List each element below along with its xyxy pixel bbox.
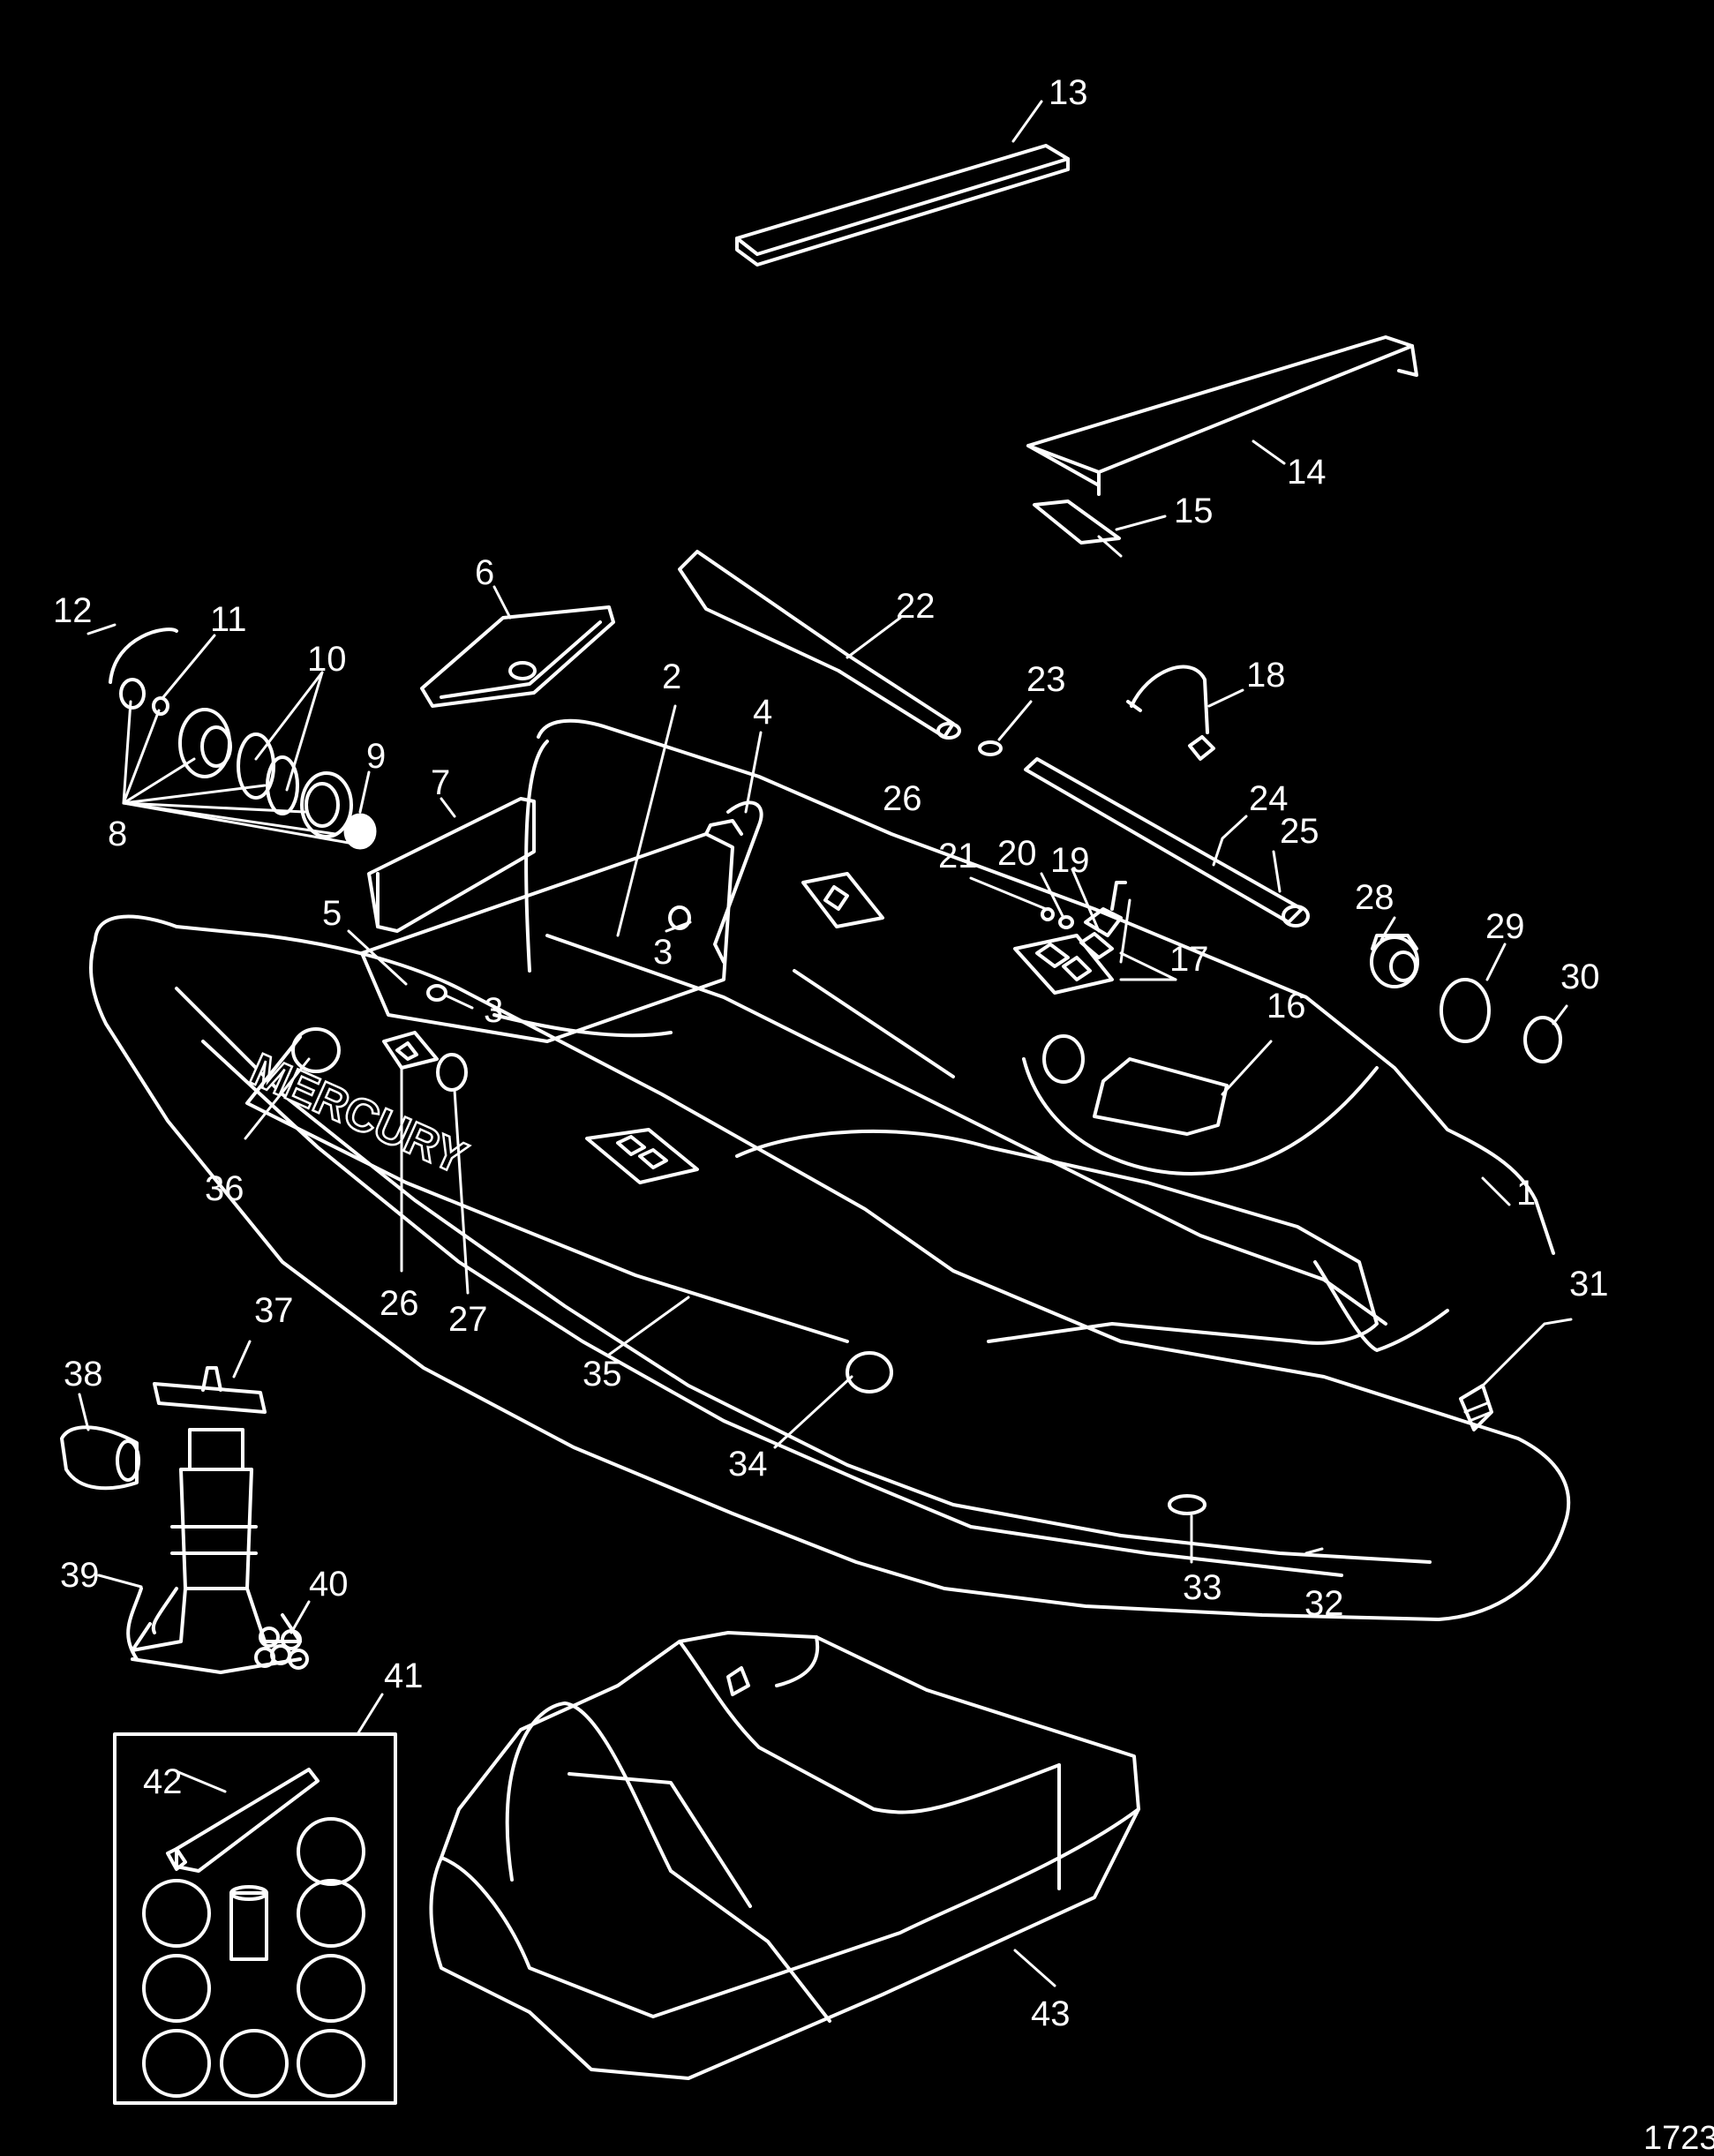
callout-15: 15 xyxy=(1174,492,1214,530)
floor-board-7 xyxy=(367,797,536,933)
callout-23: 23 xyxy=(1026,660,1066,699)
callout-38: 38 xyxy=(64,1355,103,1394)
callout-33: 33 xyxy=(1183,1568,1222,1607)
storage-bag-43 xyxy=(429,1631,1140,2080)
seat-bag-6 xyxy=(420,605,615,708)
callout-28: 28 xyxy=(1355,878,1395,917)
callout-3b: 3 xyxy=(484,991,503,1030)
leader-lines xyxy=(78,100,1573,1987)
transom-bracket-15 xyxy=(1033,500,1123,558)
boat-hull-1: MERCURY xyxy=(89,718,1571,1621)
callout-30: 30 xyxy=(1560,958,1600,996)
callout-14: 14 xyxy=(1287,453,1327,492)
adapter-set-40 xyxy=(254,1626,309,1670)
safety-line-18 xyxy=(1126,665,1215,761)
callout-25: 25 xyxy=(1280,812,1319,851)
seat-13 xyxy=(735,144,1070,267)
callout-32: 32 xyxy=(1304,1584,1344,1623)
drain-ring-29 xyxy=(1440,978,1491,1043)
callout-2: 2 xyxy=(662,657,681,696)
callout-43: 43 xyxy=(1031,1994,1071,2033)
callout-36: 36 xyxy=(205,1169,244,1208)
callout-39: 39 xyxy=(60,1556,100,1595)
oar-lock-19 xyxy=(1041,881,1127,959)
callout-7: 7 xyxy=(431,763,450,802)
callout-18: 18 xyxy=(1246,656,1286,695)
callout-6: 6 xyxy=(475,553,494,592)
callout-19: 19 xyxy=(1050,841,1090,880)
drain-plug-28 xyxy=(1370,934,1419,988)
callout-21: 21 xyxy=(938,837,978,875)
callout-3a: 3 xyxy=(653,933,673,972)
callout-8: 8 xyxy=(108,815,127,853)
callout-34: 34 xyxy=(728,1445,768,1484)
callout-10: 10 xyxy=(307,640,347,679)
transom-board-14 xyxy=(1026,335,1418,496)
callout-5: 5 xyxy=(322,894,342,933)
callout-12: 12 xyxy=(53,591,93,630)
callout-40: 40 xyxy=(309,1565,349,1604)
repair-kit-41 xyxy=(113,1732,397,2105)
callout-16: 16 xyxy=(1267,987,1306,1025)
callout-13: 13 xyxy=(1049,73,1088,112)
callout-11: 11 xyxy=(210,600,247,639)
oar-shaft-24 xyxy=(1024,757,1310,928)
callout-17: 17 xyxy=(1169,940,1209,979)
figure-number: 1723 xyxy=(1643,2120,1714,2156)
callout-26b: 26 xyxy=(380,1284,419,1323)
callout-24: 24 xyxy=(1249,779,1289,818)
callout-9: 9 xyxy=(366,737,386,776)
callout-4: 4 xyxy=(753,693,772,732)
callout-37: 37 xyxy=(254,1291,294,1330)
callout-26a: 26 xyxy=(883,779,922,818)
drain-cap-30 xyxy=(1523,1016,1562,1063)
oar-sleeve-23 xyxy=(978,740,1003,756)
callout-1: 1 xyxy=(1516,1174,1536,1213)
callout-20: 20 xyxy=(997,834,1037,873)
callout-31: 31 xyxy=(1569,1265,1609,1303)
callout-27: 27 xyxy=(448,1300,488,1339)
callout-42: 42 xyxy=(143,1762,183,1801)
callout-29: 29 xyxy=(1485,907,1525,946)
oar-22 xyxy=(678,550,961,740)
pump-hose-39 xyxy=(126,1587,143,1661)
callout-22: 22 xyxy=(896,587,936,626)
callout-41: 41 xyxy=(384,1656,424,1695)
callout-labels: 13 14 15 6 7 22 23 18 24 25 26 21 20 19 … xyxy=(53,73,1609,2033)
pump-adapter-38 xyxy=(60,1425,140,1491)
callout-35: 35 xyxy=(583,1355,622,1394)
foot-pump-37 xyxy=(131,1366,302,1674)
valve-assembly-8 xyxy=(109,627,377,850)
